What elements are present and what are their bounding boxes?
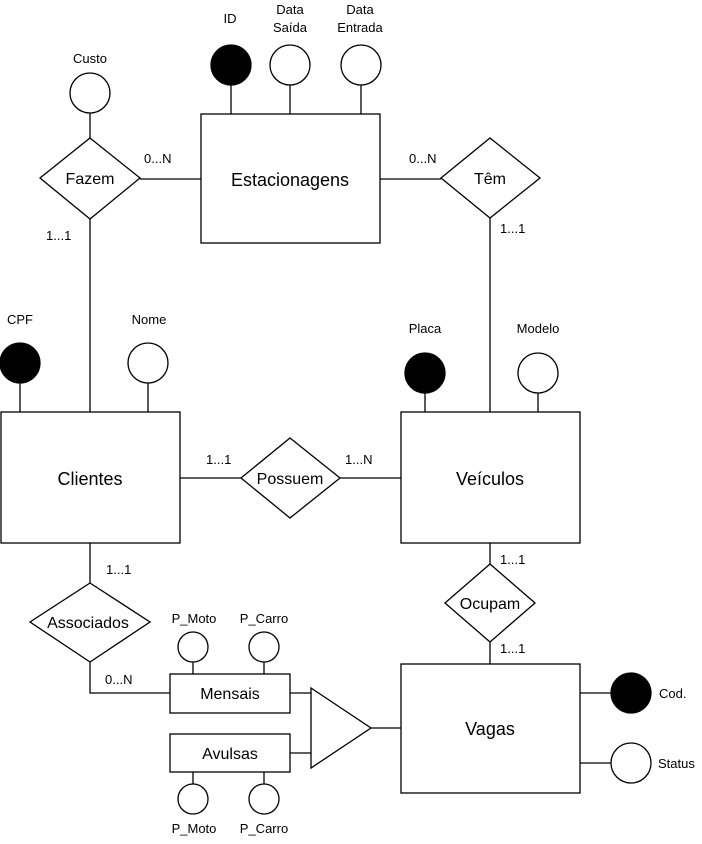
attribute-avulsas-pcarro[interactable]: P_Carro — [240, 783, 288, 836]
attribute-data-saida-line1: Data — [276, 2, 304, 17]
attribute-mensais-pmoto[interactable]: P_Moto — [172, 611, 217, 663]
card-associados-mensais: 0...N — [105, 672, 132, 687]
card-tem-veiculos: 1...1 — [500, 221, 525, 236]
entity-mensais-label: Mensais — [200, 686, 260, 703]
entity-clientes[interactable]: Clientes — [0, 411, 181, 544]
attribute-modelo[interactable]: Modelo — [517, 321, 560, 394]
attribute-cod-key[interactable]: Cod. — [610, 672, 686, 714]
attribute-placa-key[interactable]: Placa — [404, 321, 446, 394]
attribute-cpf-key[interactable]: CPF — [0, 312, 41, 384]
card-ocupam-vagas: 1...1 — [500, 641, 525, 656]
relationship-associados-label: Associados — [47, 615, 129, 632]
attribute-data-saida-line2: Saída — [273, 20, 308, 35]
entity-veiculos-label: Veículos — [456, 469, 524, 489]
specialization-triangle — [310, 686, 373, 770]
attribute-mensais-pcarro-label: P_Carro — [240, 611, 288, 626]
entity-mensais[interactable]: Mensais — [169, 673, 291, 714]
entity-avulsas[interactable]: Avulsas — [169, 733, 291, 773]
entity-clientes-label: Clientes — [57, 469, 122, 489]
card-tem-estacionagens: 0...N — [409, 151, 436, 166]
relationship-fazem-label: Fazem — [66, 171, 115, 188]
entity-estacionagens-label: Estacionagens — [231, 170, 349, 190]
attribute-mensais-pcarro[interactable]: P_Carro — [240, 611, 288, 663]
attribute-nome[interactable]: Nome — [127, 312, 169, 384]
attribute-placa-label: Placa — [409, 321, 442, 336]
card-possuem-clientes: 1...1 — [206, 452, 231, 467]
attribute-avulsas-pmoto-label: P_Moto — [172, 821, 217, 836]
attribute-cpf-label: CPF — [7, 312, 33, 327]
attribute-id-key[interactable]: ID — [210, 11, 252, 86]
cardinalities: 0...N 1...1 0...N 1...1 1...1 1...N 1...… — [46, 151, 525, 687]
card-fazem-estacionagens: 0...N — [144, 151, 171, 166]
entity-estacionagens[interactable]: Estacionagens — [200, 113, 381, 244]
relationship-tem[interactable]: Têm — [439, 137, 542, 219]
attribute-data-entrada[interactable]: Data Entrada — [337, 2, 384, 86]
attribute-mensais-pmoto-label: P_Moto — [172, 611, 217, 626]
relationship-ocupam-label: Ocupam — [460, 596, 520, 613]
entity-vagas[interactable]: Vagas — [400, 663, 581, 794]
card-associados-clientes: 1...1 — [106, 562, 131, 577]
entity-avulsas-label: Avulsas — [202, 746, 258, 763]
attribute-status-label: Status — [658, 756, 695, 771]
attribute-avulsas-pmoto[interactable]: P_Moto — [172, 783, 217, 836]
card-fazem-clientes: 1...1 — [46, 228, 71, 243]
attribute-avulsas-pcarro-label: P_Carro — [240, 821, 288, 836]
relationship-fazem[interactable]: Fazem — [38, 137, 142, 220]
attribute-custo[interactable]: Custo — [69, 51, 111, 114]
entity-vagas-label: Vagas — [465, 719, 515, 739]
attribute-nome-label: Nome — [132, 312, 167, 327]
attribute-data-saida[interactable]: Data Saída — [269, 2, 311, 86]
card-ocupam-veiculos: 1...1 — [500, 552, 525, 567]
connectors — [19, 85, 611, 784]
attribute-data-entrada-line1: Data — [346, 2, 374, 17]
attribute-data-entrada-line2: Entrada — [337, 20, 383, 35]
attribute-modelo-label: Modelo — [517, 321, 560, 336]
relationship-possuem[interactable]: Possuem — [239, 437, 342, 519]
attribute-id-label: ID — [224, 11, 237, 26]
card-possuem-veiculos: 1...N — [345, 452, 372, 467]
line-associados-mensais — [89, 662, 170, 694]
relationship-tem-label: Têm — [474, 171, 506, 188]
attribute-cod-label: Cod. — [659, 686, 686, 701]
relationship-possuem-label: Possuem — [257, 471, 324, 488]
attribute-status[interactable]: Status — [610, 742, 695, 784]
attribute-custo-label: Custo — [73, 51, 107, 66]
relationship-ocupam[interactable]: Ocupam — [444, 563, 536, 643]
entity-veiculos[interactable]: Veículos — [400, 411, 581, 544]
relationship-associados[interactable]: Associados — [28, 582, 152, 663]
